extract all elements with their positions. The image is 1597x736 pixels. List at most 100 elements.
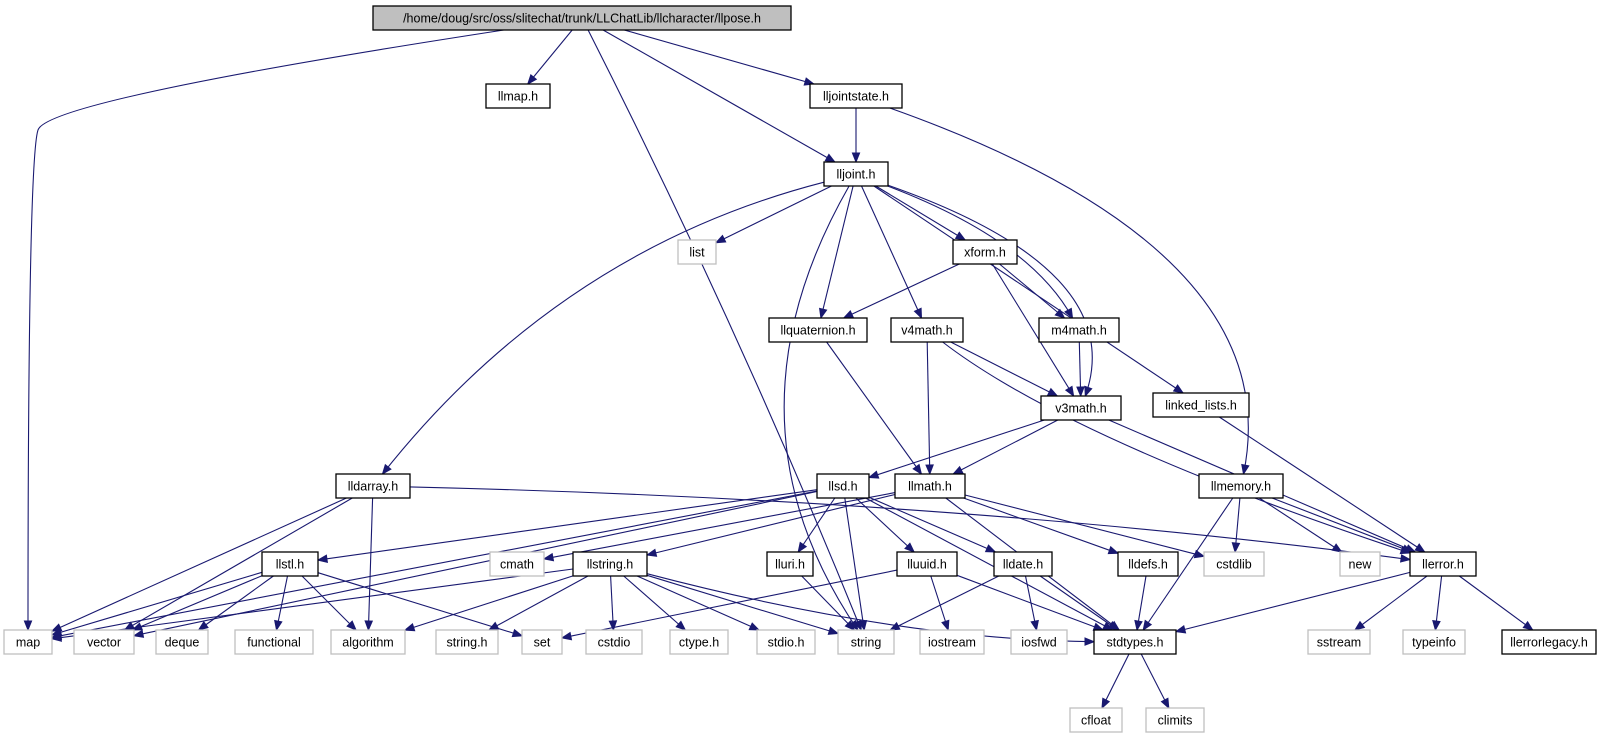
node-typeinfo: typeinfo [1402, 629, 1466, 655]
node-label: lluri.h [775, 557, 805, 571]
node-llmap[interactable]: llmap.h [485, 83, 551, 109]
edge-line [317, 572, 523, 637]
edge-lldarray-to-algorithm [364, 497, 374, 632]
edge-line [952, 419, 1059, 475]
edge-root-to-lljoint [602, 29, 837, 163]
edge-line [409, 486, 1411, 561]
node-box [1152, 392, 1250, 418]
edge-llstring-to-stdio [636, 575, 761, 631]
arrowhead [274, 619, 283, 632]
arrowhead [1241, 463, 1250, 476]
arrowhead [803, 77, 816, 86]
edge-line [956, 574, 1104, 631]
node-m4math[interactable]: m4math.h [1038, 317, 1120, 343]
node-box [1038, 317, 1120, 343]
node-box [372, 5, 792, 31]
node-label: cmath [500, 557, 534, 571]
node-llsd[interactable]: llsd.h [816, 473, 870, 499]
node-iosfwd: iosfwd [1010, 629, 1068, 655]
node-llmath[interactable]: llmath.h [894, 473, 966, 499]
node-llstl[interactable]: llstl.h [261, 551, 319, 577]
node-algorithm: algorithm [330, 629, 406, 655]
arrowhead [1353, 620, 1366, 631]
node-label: llerrorlegacy.h [1510, 635, 1588, 649]
node-llquaternion[interactable]: llquaternion.h [768, 317, 868, 343]
arrowhead [714, 234, 727, 244]
edge-line [991, 263, 1075, 397]
edge-line [887, 184, 1093, 397]
node-box [993, 551, 1053, 577]
node-label: lldefs.h [1128, 557, 1168, 571]
edge-lluri-to-string [801, 575, 856, 631]
node-label: iosfwd [1021, 635, 1056, 649]
node-linked_lists[interactable]: linked_lists.h [1152, 392, 1250, 418]
node-label: deque [165, 635, 200, 649]
arrowhead [675, 620, 687, 631]
node-root[interactable]: /home/doug/src/oss/slitechat/trunk/LLCha… [372, 5, 792, 31]
edge-llstring-to-ctype [623, 575, 687, 631]
edge-root-to-map [23, 29, 504, 632]
node-lljoint[interactable]: lljoint.h [823, 161, 889, 187]
node-box [919, 629, 985, 655]
node-label: llquaternion.h [780, 323, 855, 337]
node-v4math[interactable]: v4math.h [890, 317, 964, 343]
edge-llmemory-to-new [1258, 497, 1343, 553]
edge-line [844, 497, 865, 631]
edge-line [889, 575, 1000, 631]
node-box [261, 551, 319, 577]
node-lldarray[interactable]: lldarray.h [335, 473, 411, 499]
node-llmemory[interactable]: llmemory.h [1198, 473, 1284, 499]
edge-line [27, 29, 504, 631]
node-v3math[interactable]: v3math.h [1040, 395, 1122, 421]
edge-line [51, 490, 818, 638]
edge-xform-to-v3math [991, 263, 1075, 398]
edge-line [646, 574, 839, 635]
node-llerror[interactable]: llerror.h [1409, 551, 1477, 577]
edge-line [1354, 575, 1428, 631]
edge-llerror-to-typeinfo [1432, 575, 1443, 632]
edge-line [843, 263, 960, 319]
edge-lljoint-to-string [783, 185, 859, 632]
edge-llmemory-to-llerror [1271, 497, 1414, 553]
node-box [766, 551, 814, 577]
node-lldate[interactable]: lldate.h [993, 551, 1053, 577]
arrowhead [560, 631, 573, 641]
node-box [823, 161, 889, 187]
node-llstring[interactable]: llstring.h [572, 551, 648, 577]
node-box [1501, 629, 1597, 655]
node-new: new [1339, 551, 1381, 577]
arrowhead [858, 620, 868, 632]
node-xform[interactable]: xform.h [952, 239, 1018, 265]
edge-lldarray-to-llerror [409, 486, 1412, 563]
arrowhead [1400, 554, 1412, 563]
node-box [768, 317, 868, 343]
node-box [1307, 629, 1371, 655]
arrowhead [867, 470, 880, 479]
node-label: lldarray.h [348, 479, 399, 493]
node-lljointstate[interactable]: lljointstate.h [809, 83, 903, 109]
arrowhead [1107, 545, 1120, 555]
arrowhead [1046, 387, 1059, 397]
node-lldefs[interactable]: lldefs.h [1117, 551, 1179, 577]
arrowhead [797, 541, 808, 554]
edge-llsd-to-lluri [797, 497, 836, 554]
node-label: set [534, 635, 551, 649]
node-stdtypes[interactable]: stdtypes.h [1093, 629, 1177, 655]
node-deque: deque [155, 629, 209, 655]
node-box [585, 629, 643, 655]
arrowhead [954, 231, 967, 241]
node-lluri[interactable]: lluri.h [766, 551, 814, 577]
edge-llsd-to-lluuid [855, 497, 916, 553]
edge-lluuid-to-iostream [930, 575, 950, 632]
node-box [1093, 629, 1177, 655]
arrowhead [848, 619, 859, 632]
edge-line [646, 493, 896, 556]
node-cfloat: cfloat [1069, 707, 1123, 733]
edge-line [382, 181, 825, 475]
node-llerrorlegacy[interactable]: llerrorlegacy.h [1501, 629, 1597, 655]
node-box [837, 629, 895, 655]
edge-lldate-to-string [888, 575, 1000, 631]
node-label: lluuid.h [907, 557, 947, 571]
arrowhead [1134, 619, 1143, 632]
node-lluuid[interactable]: lluuid.h [896, 551, 958, 577]
